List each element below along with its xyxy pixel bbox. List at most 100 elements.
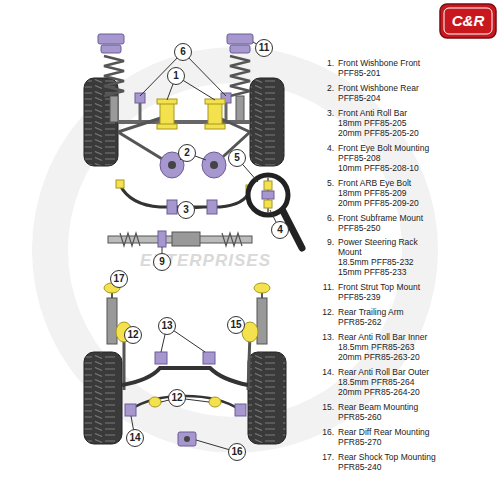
list-number: 12. — [314, 307, 334, 317]
part-text: Front Wishbone Front — [338, 58, 420, 68]
part-text: PFR85-240 — [338, 462, 381, 472]
part-text: PFF85-208 — [338, 153, 381, 163]
callout-circle: 6 — [174, 43, 192, 61]
wishbone-front-bush — [157, 124, 177, 129]
part-text: 20mm PFF85-209-20 — [338, 198, 419, 208]
part-text: 18.5mm PFF85-232 — [338, 257, 414, 267]
list-number: 15. — [314, 402, 334, 412]
coil-spring — [230, 56, 250, 96]
list-number: 17. — [314, 452, 334, 462]
callout-circle: 17 — [110, 270, 128, 288]
coil-spring — [104, 56, 124, 96]
part-text: Front Anti Roll Bar — [338, 108, 407, 118]
front-tyre — [250, 78, 284, 166]
shock-absorber — [107, 298, 117, 344]
part-text: 20mm PFR85-263-20 — [338, 352, 420, 362]
magnifier — [248, 175, 302, 248]
strut-top-mount — [101, 45, 121, 53]
steering-rack — [120, 233, 140, 246]
steering-rack — [172, 232, 200, 246]
steering-rack — [108, 231, 252, 247]
part-text: Front Strut Top Mount — [338, 282, 420, 292]
part-text: 10mm PFF85-208-10 — [338, 163, 419, 173]
logo-text: C&R — [440, 12, 496, 30]
callout-number: 9 — [159, 257, 165, 267]
callout-circle: 9 — [153, 253, 171, 271]
list-number: 16. — [314, 427, 334, 437]
part-text: PFF85-201 — [338, 68, 381, 78]
callout-number: 14 — [129, 433, 140, 443]
list-number: 11. — [314, 282, 334, 292]
front-anti-roll-bar — [116, 180, 254, 214]
shock-absorber — [254, 283, 270, 293]
callout-circle: 16 — [228, 443, 246, 461]
front-tyre — [84, 78, 118, 166]
part-text: Front Subframe Mount — [338, 213, 423, 223]
front-tyre — [84, 78, 284, 166]
diff-mount — [178, 432, 196, 446]
wishbone-front-bush — [160, 102, 174, 126]
rear-anti-roll-bar — [149, 397, 161, 407]
subframe — [118, 93, 250, 122]
callout-circle: 12 — [168, 389, 186, 407]
callout-number: 4 — [277, 225, 283, 235]
callout-number: 1 — [173, 71, 179, 81]
wishbone-front-bush — [208, 102, 222, 126]
part-text: Rear Beam Mounting — [338, 402, 418, 412]
logo-badge — [440, 4, 496, 38]
callout-circle: 3 — [177, 201, 195, 219]
wishbone-front-bush — [157, 99, 225, 129]
shock-absorber — [257, 298, 267, 344]
front-anti-roll-bar — [167, 200, 177, 214]
callout-circle: 5 — [228, 149, 246, 167]
diff-mount — [184, 436, 190, 442]
callout-number: 15 — [230, 320, 241, 330]
rear-tyre — [84, 352, 286, 444]
coil-spring — [104, 56, 250, 96]
part-text: 20mm PFR85-264-20 — [338, 387, 420, 397]
strut-top-mount — [227, 34, 253, 44]
rear-beam — [122, 352, 248, 385]
list-number: 3. — [314, 108, 334, 118]
callout-number: 12 — [127, 330, 138, 340]
list-number: 6. — [314, 213, 334, 223]
part-text: Rear Diff Rear Mounting — [338, 427, 430, 437]
front-anti-roll-bar — [116, 180, 124, 188]
callout-circle: 1 — [167, 67, 185, 85]
part-text: PFR85-260 — [338, 412, 381, 422]
magnifier — [264, 181, 272, 190]
rear-beam — [122, 368, 248, 385]
part-text: 18mm PFF85-205 — [338, 118, 407, 128]
callout-number: 3 — [183, 205, 189, 215]
part-text: 15mm PFF85-233 — [338, 267, 407, 277]
rear-anti-roll-bar — [125, 404, 136, 416]
part-text: PFR85-262 — [338, 317, 381, 327]
leader-line — [114, 42, 280, 452]
wishbone-rear-bush — [202, 152, 226, 178]
callout-number: 5 — [234, 153, 240, 163]
callout-number: 16 — [231, 447, 242, 457]
rear-tyre — [84, 352, 122, 444]
callout-circle: 11 — [255, 39, 273, 57]
strut-body — [110, 96, 244, 122]
list-number: 1. — [314, 58, 334, 68]
part-text: Front Eye Bolt Mounting — [338, 143, 429, 153]
list-number: 4. — [314, 143, 334, 153]
list-number: 13. — [314, 332, 334, 342]
part-text: 18mm PFF85-209 — [338, 188, 407, 198]
callout-number: 12 — [171, 393, 182, 403]
strut-top-mount — [230, 45, 250, 53]
part-text: PFF85-204 — [338, 93, 381, 103]
wishbone-rear-bush — [168, 161, 176, 169]
subframe — [135, 93, 145, 103]
rear-beam — [203, 352, 215, 364]
part-text: Rear Shock Top Mounting — [338, 452, 436, 462]
list-number: 14. — [314, 367, 334, 377]
part-text: Front Wishbone Rear — [338, 83, 419, 93]
front-anti-roll-bar — [207, 200, 217, 214]
wishbone-front-bush — [205, 124, 225, 129]
rear-tyre — [248, 352, 286, 444]
part-text: Rear Anti Roll Bar Outer — [338, 367, 429, 377]
